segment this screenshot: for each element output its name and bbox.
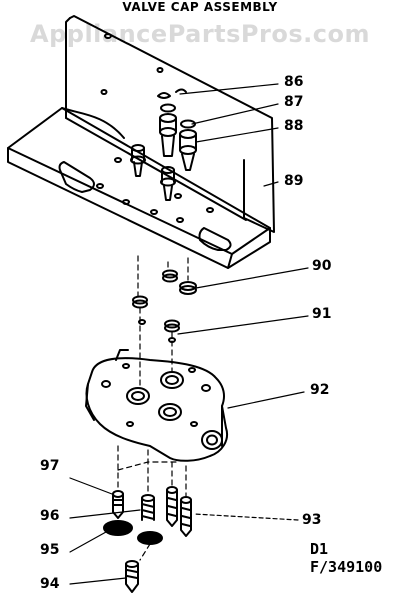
valve-cap-stack-center xyxy=(159,103,177,201)
screw-set-part-93 xyxy=(166,486,192,537)
spring-part-96 xyxy=(141,494,155,521)
callout-94: 94 xyxy=(40,576,60,592)
screw-part-94 xyxy=(125,560,139,593)
valve-body-part-92 xyxy=(85,349,228,462)
callout-96: 96 xyxy=(40,508,60,524)
callout-leaders xyxy=(69,83,309,585)
bracket-part-89 xyxy=(7,15,275,269)
callout-93: 93 xyxy=(302,512,322,528)
spring-clip-86 xyxy=(157,92,171,99)
screw-part-97 xyxy=(112,490,124,519)
callout-91: 91 xyxy=(312,306,332,322)
callout-97: 97 xyxy=(40,458,60,474)
washer-part-95 xyxy=(103,520,163,545)
callout-89: 89 xyxy=(284,173,304,189)
diagram-title: VALVE CAP ASSEMBLY xyxy=(122,0,278,14)
assembly-guide-lines xyxy=(117,255,189,561)
reference-code-line2: F/349100 xyxy=(310,558,383,576)
callout-92: 92 xyxy=(310,382,330,398)
callout-90: 90 xyxy=(312,258,332,274)
callout-88: 88 xyxy=(284,118,304,134)
valve-cap-stack-left xyxy=(130,144,146,177)
reference-code-line1: D1 xyxy=(310,540,329,558)
callout-87: 87 xyxy=(284,94,304,110)
valve-cap-stack-right xyxy=(179,119,197,171)
seal-set-part-90 xyxy=(132,269,197,309)
seal-set-part-91 xyxy=(138,319,180,343)
callout-95: 95 xyxy=(40,542,60,558)
watermark-text: AppliancePartsPros.com xyxy=(30,20,370,48)
callout-86: 86 xyxy=(284,74,304,90)
